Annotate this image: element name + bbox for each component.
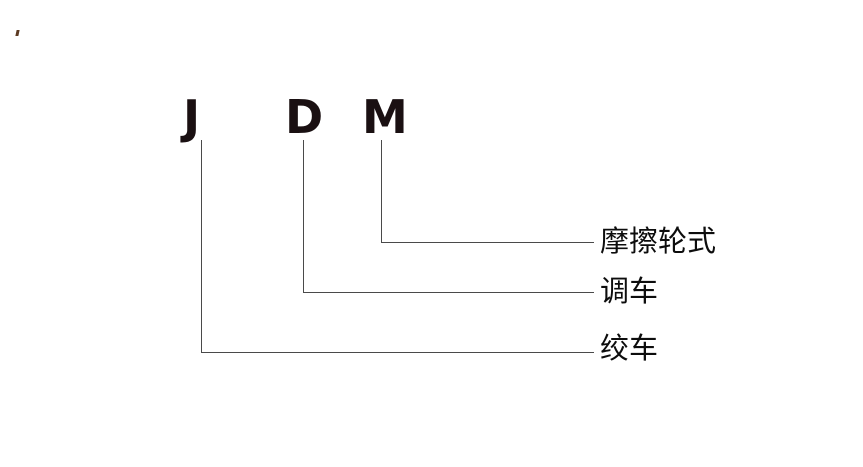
callout-label-m: 摩擦轮式	[600, 224, 717, 258]
scan-speck-artifact	[15, 30, 20, 36]
code-letter-j: J	[183, 90, 201, 144]
leader-line-horizontal-j	[201, 352, 594, 353]
callout-label-j: 绞车	[600, 331, 659, 365]
leader-line-vertical-d	[303, 140, 304, 293]
leader-line-vertical-j	[201, 140, 202, 353]
leader-line-vertical-m	[381, 140, 382, 243]
leader-line-horizontal-d	[303, 292, 594, 293]
leader-line-horizontal-m	[381, 242, 594, 243]
callout-label-d: 调车	[600, 274, 659, 308]
code-letter-m: M	[362, 90, 408, 144]
code-letter-d: D	[285, 90, 324, 144]
